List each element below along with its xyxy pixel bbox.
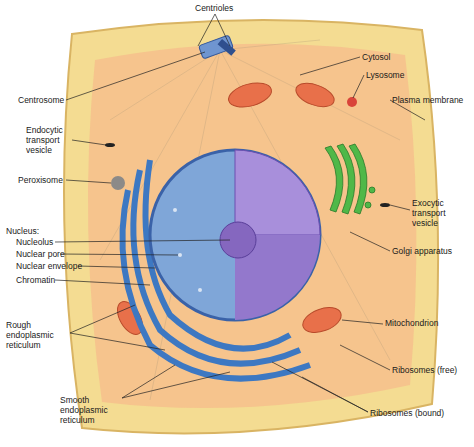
lysosome <box>347 97 357 107</box>
cytosol <box>88 44 416 408</box>
part-label: Nucleus: <box>6 226 56 236</box>
part-label: Chromatin <box>16 275 76 285</box>
vesicle <box>105 143 115 147</box>
nuclear-envelope <box>150 150 320 320</box>
nuclear-pore <box>173 208 202 292</box>
part-label: Smooth endoplasmic reticulum <box>60 395 130 425</box>
plasma-membrane <box>64 20 438 433</box>
part-label: Peroxisome <box>18 175 78 185</box>
centrosome <box>199 35 236 59</box>
golgi-apparatus <box>325 144 375 214</box>
part-label: Ribosomes (bound) <box>370 408 460 418</box>
vesicle <box>380 203 390 207</box>
part-label: Golgi apparatus <box>392 246 472 256</box>
mitochondrion <box>293 79 337 111</box>
leader-line <box>55 14 425 412</box>
mitochondrion <box>226 79 274 112</box>
part-label: Exocytic transport vesicle <box>412 198 467 228</box>
nucleus-cutaway <box>235 150 320 235</box>
part-label: Endocytic transport vesicle <box>26 125 74 155</box>
cytoskeleton <box>100 40 400 400</box>
part-label: Centrioles <box>195 3 255 13</box>
part-label: Cytosol <box>362 52 422 62</box>
part-label: Lysosome <box>366 70 426 80</box>
mitochondrion <box>299 303 344 337</box>
part-label: Ribosomes (free) <box>392 365 472 375</box>
part-label: Plasma membrane <box>392 95 472 105</box>
part-label: Centrosome <box>18 95 78 105</box>
peroxisome <box>111 176 125 190</box>
part-label: Nuclear envelope <box>16 261 86 271</box>
part-label: Nuclear pore <box>16 249 76 259</box>
part-label: Mitochondrion <box>385 318 465 328</box>
part-label: Nucleolus <box>16 237 76 247</box>
part-label: Rough endoplasmic reticulum <box>6 320 72 350</box>
